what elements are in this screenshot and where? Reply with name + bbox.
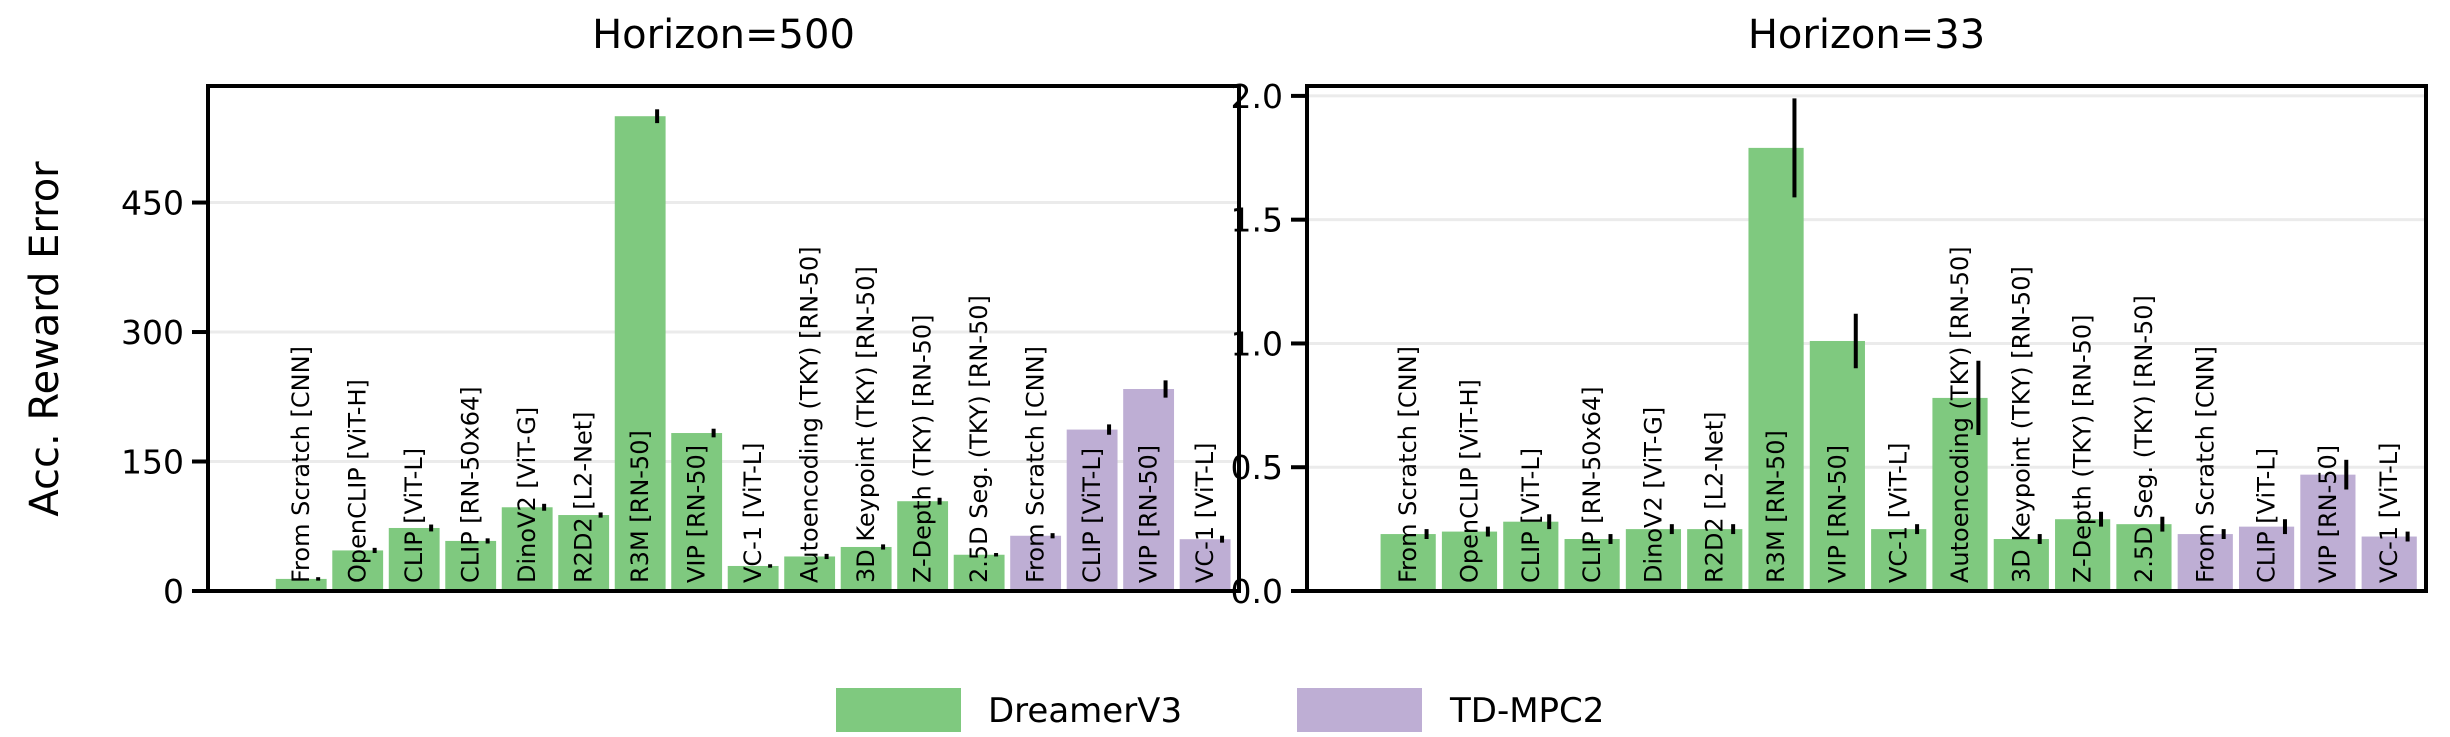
bar-label: CLIP [RN-50x64] [457,386,485,583]
bar [1179,539,1231,591]
y-tick-label: 1.5 [1231,201,1283,240]
bar [2116,524,2172,591]
y-tick-label: 300 [121,313,184,352]
bar [1809,340,1865,591]
bar-label: Autoencoding (TKY) [RN-50] [1946,246,1974,583]
y-tick-label: 0.0 [1231,572,1283,611]
bar [1123,389,1175,591]
bar-label: VC-1 [ViT-L] [1885,442,1913,583]
bar-label: VIP [RN-50] [683,445,711,583]
bar-label: R2D2 [L2-Net] [1701,412,1729,583]
bar-label: CLIP [ViT-L] [2253,448,2281,583]
bar-label: From Scratch [CNN] [287,346,315,583]
y-tick-label: 450 [121,184,184,223]
bar-label: VIP [RN-50] [2314,445,2342,583]
bar-label: From Scratch [CNN] [1394,346,1422,583]
bar [2361,536,2417,591]
legend-swatch-dreamerv3 [836,688,961,732]
y-tick-label: 0 [163,572,184,611]
bar [727,565,779,591]
legend: DreamerV3 TD-MPC2 [836,688,1604,732]
bar-label: OpenCLIP [ViT-H] [344,379,372,583]
bar [332,550,384,591]
bar [558,515,610,591]
bar [1993,539,2049,591]
bar [445,540,497,591]
bar [840,546,892,591]
bar [2055,519,2111,591]
axes-frame [206,84,1241,593]
bar-label: VIP [RN-50] [1135,445,1163,583]
bar-label: VC-1 [ViT-L] [1191,442,1219,583]
bar [953,554,1005,591]
bar [388,527,440,591]
axes-frame [1305,84,2428,593]
bar [1625,529,1682,591]
bar-label: R3M [RN-50] [626,430,654,583]
legend-swatch-tdmpc2 [1297,688,1422,732]
bar [671,433,723,591]
bar [2177,534,2233,591]
bar-label: From Scratch [CNN] [1022,346,1050,583]
bar-label: VC-1 [ViT-L] [2375,442,2403,583]
y-axis-label: Acc. Reward Error [22,161,68,517]
bar-label: VC-1 [ViT-L] [739,442,767,583]
legend-label-tdmpc2: TD-MPC2 [1449,691,1604,731]
bar [1010,535,1062,591]
bar-label: CLIP [ViT-L] [1517,448,1545,583]
bar-label: OpenCLIP [ViT-H] [1455,379,1483,583]
bar [1441,531,1498,591]
y-tick-label: 1.0 [1231,324,1283,363]
bar [614,116,666,591]
bar-label: CLIP [ViT-L] [1078,448,1106,583]
bar-label: Autoencoding (TKY) [RN-50] [796,246,824,583]
bar [1066,429,1118,591]
chart-title: Horizon=33 [1748,12,1985,58]
bar-label: 2.5D Seg. (TKY) [RN-50] [965,295,993,583]
bar [1564,539,1620,591]
bar-label: DinoV2 [ViT-G] [513,407,541,583]
bar-label: 3D Keypoint (TKY) [RN-50] [852,266,880,583]
bar-label: CLIP [RN-50x64] [1578,386,1606,583]
bar [501,507,553,591]
bar [275,578,327,591]
bar [1380,534,1436,591]
bar-label: CLIP [ViT-L] [400,448,428,583]
y-tick-label: 150 [121,443,184,482]
chart-title: Horizon=500 [592,12,855,58]
bar-label: From Scratch [CNN] [2191,346,2219,583]
legend-label-dreamerv3: DreamerV3 [988,691,1182,731]
bar [1687,529,1743,591]
bar-label: Z-Depth (TKY) [RN-50] [909,314,937,583]
bar [897,501,949,591]
bar-label: 3D Keypoint (TKY) [RN-50] [2007,266,2035,583]
bar-label: VIP [RN-50] [1823,445,1851,583]
y-tick-label: 2.0 [1231,77,1283,116]
bar-label: 2.5D Seg. (TKY) [RN-50] [2130,295,2158,583]
y-tick-label: 0.5 [1231,448,1283,487]
bar-label: DinoV2 [ViT-G] [1639,407,1667,583]
bar-label: R3M [RN-50] [1762,430,1790,583]
bar [2300,474,2356,591]
bar-label: Z-Depth (TKY) [RN-50] [2069,314,2097,583]
bar [784,556,836,591]
bar [1748,147,1804,591]
bar [1503,521,1559,591]
bar [2238,526,2295,591]
bar-label: R2D2 [L2-Net] [570,412,598,583]
bar [1871,529,1927,591]
